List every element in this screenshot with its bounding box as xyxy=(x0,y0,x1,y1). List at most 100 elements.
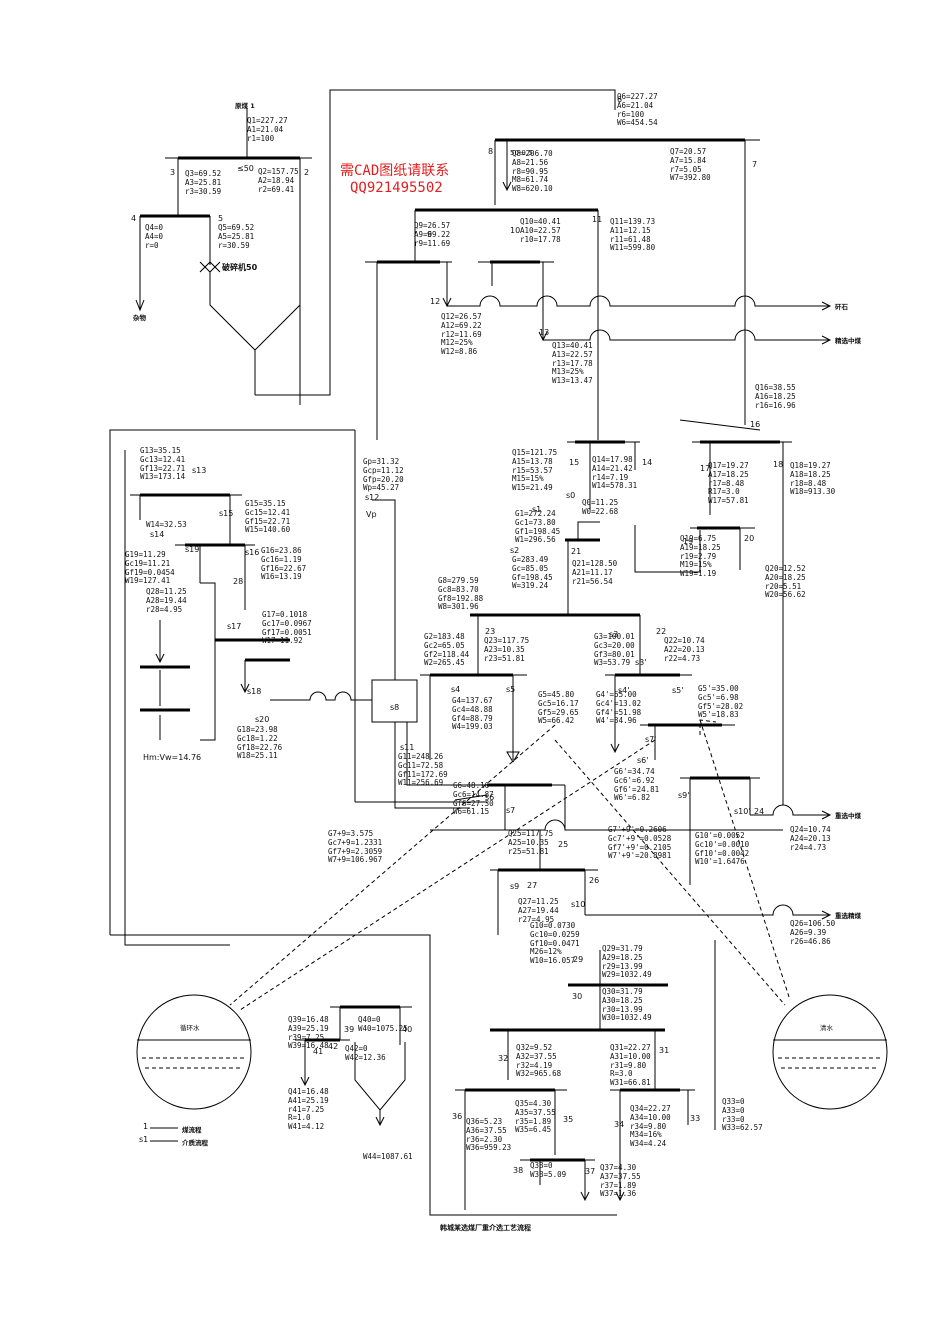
crusher-label: 破碎机50 xyxy=(222,263,258,272)
tag-s5: s5 xyxy=(506,685,516,694)
tag-14: 14 xyxy=(642,458,653,467)
tag-24: 24 xyxy=(754,807,765,816)
waste-label: 杂物 xyxy=(133,314,146,322)
node-16: Q16=38.55 A16=18.25 r16=16.96 xyxy=(755,383,796,410)
tag-s7p: s7' xyxy=(645,735,657,744)
tag-s3: s3 xyxy=(609,630,619,639)
dash-4 xyxy=(554,739,786,1006)
tag-s15: s15 xyxy=(219,509,234,518)
tag-15: 15 xyxy=(569,458,580,467)
node-5: Q5=69.52 A5=25.81 r=30.59 xyxy=(218,223,255,250)
output-middlings: 重选中煤 xyxy=(835,812,861,820)
dash-3 xyxy=(699,719,791,1001)
tag-17: 17 xyxy=(700,464,711,473)
node-g8: G8=279.59 Gc8=83.70 Gf8=192.88 W8=301.96 xyxy=(438,576,484,612)
tag-41: 41 xyxy=(313,1047,324,1056)
node-10: Q10=40.41 A10=22.57 r10=17.78 xyxy=(520,217,561,244)
tag-39: 39 xyxy=(344,1025,355,1034)
tag-23: 23 xyxy=(485,627,496,636)
tag-5: 5 xyxy=(218,214,224,223)
node-17: Q17=19.27 A17=18.25 r17=8.48 R17=3.0 W17… xyxy=(708,461,749,506)
node-g10: G10=0.0730 Gc10=0.0259 Gf10=0.0471 M26=1… xyxy=(530,921,580,966)
tag-s1: s1 xyxy=(532,505,542,514)
tag-s10: s10 xyxy=(571,900,586,909)
node-14: Q14=17.98 A14=21.42 r14=7.19 W14=578.31 xyxy=(592,455,638,491)
tag-32: 32 xyxy=(498,1054,509,1063)
tag-6: 6 xyxy=(617,95,623,104)
tag-s17: s17 xyxy=(227,622,242,631)
tag-22: 22 xyxy=(656,627,667,636)
tag-s0: s0 xyxy=(566,491,576,500)
tag-s2: s2 xyxy=(510,546,520,555)
clean-water-tank xyxy=(772,994,888,1110)
tag-7: 7 xyxy=(752,160,758,169)
tag-s4p: s4' xyxy=(618,686,630,695)
tag-s8: s8 xyxy=(390,703,400,712)
node-18: Q18=19.27 A18=18.25 r18=8.48 W18=913.30 xyxy=(790,461,836,497)
drawing-title: 韩城某选煤厂重介选工艺流程 xyxy=(440,1224,531,1232)
node-13: Q13=40.41 A13=22.57 r13=17.78 M13=25% W1… xyxy=(552,341,593,386)
node-g17: G17=0.1018 Gc17=0.0967 Gf17=0.0051 W17=1… xyxy=(262,610,312,646)
tag-28: 28 xyxy=(233,577,244,586)
node-7: Q7=20.57 A7=15.84 r7=5.05 W7=392.80 xyxy=(670,147,711,183)
circulating-water-tank xyxy=(136,994,252,1110)
node-g19: G19=11.29 Gc19=11.21 Gf19=0.0454 W19=127… xyxy=(125,550,175,586)
node-vp: Gp=31.32 Gcp=11.12 Gfp=20.20 Wp=45.27 xyxy=(363,457,404,493)
node-31: Q31=22.27 A31=10.00 r31=9.80 R=3.0 W31=6… xyxy=(610,1043,651,1088)
node-8: Q8=206.70 A8=21.56 r8=90.95 M8=61.74 W8=… xyxy=(512,149,553,194)
tag-t50: ≤50 xyxy=(237,164,254,173)
node-g15: G15=35.15 Gc15=12.41 Gf15=22.71 W15=140.… xyxy=(245,499,291,535)
node-34: Q34=22.27 A34=10.00 r34=9.80 M34=16% W34… xyxy=(630,1104,671,1149)
tag-s5p: s5' xyxy=(672,686,684,695)
tag-s13: s13 xyxy=(192,466,207,475)
tag-2: 2 xyxy=(304,168,310,177)
tag-10: 10 xyxy=(510,226,521,235)
node-11: Q11=139.73 A11=12.15 r11=61.48 W11=599.8… xyxy=(610,217,656,253)
tag-29: 29 xyxy=(573,955,584,964)
watermark-line-1: 需CAD图纸请联系 xyxy=(340,163,450,179)
node-27: Q27=11.25 A27=19.44 r27=4.95 xyxy=(518,897,559,924)
node-g5: G5=45.80 Gc5=16.17 Gf5=29.65 W5=66.42 xyxy=(538,690,579,726)
medium-box xyxy=(371,679,418,723)
node-30: Q30=31.79 A30=18.25 r30=13.99 W30=1032.4… xyxy=(602,987,652,1023)
output-clean-coal: 重选精煤 xyxy=(835,912,861,920)
node-g6: G6=48.16 Gc6=14.87 Gf6=27.30 W6=61.15 xyxy=(453,781,494,817)
watermark-line-2: QQ921495502 xyxy=(350,180,443,196)
node-g1: G1=272.24 Gc1=73.80 Gf1=198.45 W1=296.56 xyxy=(515,509,561,545)
node-3: Q3=69.52 A3=25.81 r3=30.59 xyxy=(185,169,222,196)
node-26: Q26=106.50 A26=9.39 r26=46.86 xyxy=(790,919,836,946)
node-g10p: G10'=0.0052 Gc10'=0.0010 Gf10'=0.0042 W1… xyxy=(695,831,750,867)
tag-40: 40 xyxy=(402,1025,413,1034)
tag-26: 26 xyxy=(589,876,600,885)
node-37: Q37=4.30 A37=37.55 r37=1.89 W37=1.36 xyxy=(600,1163,641,1199)
tag-12: 12 xyxy=(430,297,441,306)
tag-hmw: Hm:Vw=14.76 xyxy=(143,753,202,762)
output-middlings-fine: 精选中煤 xyxy=(835,337,861,345)
tag-r8a: 50-0.5 xyxy=(510,149,533,157)
tag-9: 9 xyxy=(427,230,433,239)
node-36: Q36=5.23 A36=37.55 r36=2.30 W36=959.23 xyxy=(466,1117,512,1153)
tag-37: 37 xyxy=(585,1167,596,1176)
node-33: Q33=0 A33=0 r33=0 W33=62.57 xyxy=(722,1097,763,1133)
tag-3: 3 xyxy=(170,168,176,177)
node-40: Q40=0 W40=1075.25 xyxy=(358,1015,408,1033)
node-9: Q9=26.57 A9=69.22 r9=11.69 xyxy=(414,221,451,248)
node-g79: G7+9=3.575 Gc7+9=1.2331 Gf7+9=2.3059 W7+… xyxy=(328,829,383,865)
tag-35: 35 xyxy=(563,1115,574,1124)
tag-19: 19 xyxy=(683,537,694,546)
node-39: Q39=16.48 A39=25.19 r39=7.25 W39=16.48 xyxy=(288,1015,329,1051)
node-19: Q19=6.75 A19=18.25 r19=2.79 M19=15% W19=… xyxy=(680,534,721,579)
tag-16: 16 xyxy=(750,420,761,429)
dash-2 xyxy=(239,739,656,1011)
output-gangue: 矸石 xyxy=(835,303,848,311)
node-41: Q41=16.48 A41=25.19 r41=7.25 R=1.0 W41=4… xyxy=(288,1087,329,1132)
node-w14: W14=32.53 xyxy=(146,520,187,529)
node-20: Q20=12.52 A20=18.25 r20=5.51 W20=56.62 xyxy=(765,564,806,600)
tag-s20: s20 xyxy=(255,715,270,724)
tag-30: 30 xyxy=(572,992,583,1001)
legend-num-1: 1 xyxy=(143,1122,149,1131)
node-38: Q38=0 W38=5.09 xyxy=(530,1161,567,1179)
tag-18: 18 xyxy=(773,460,784,469)
